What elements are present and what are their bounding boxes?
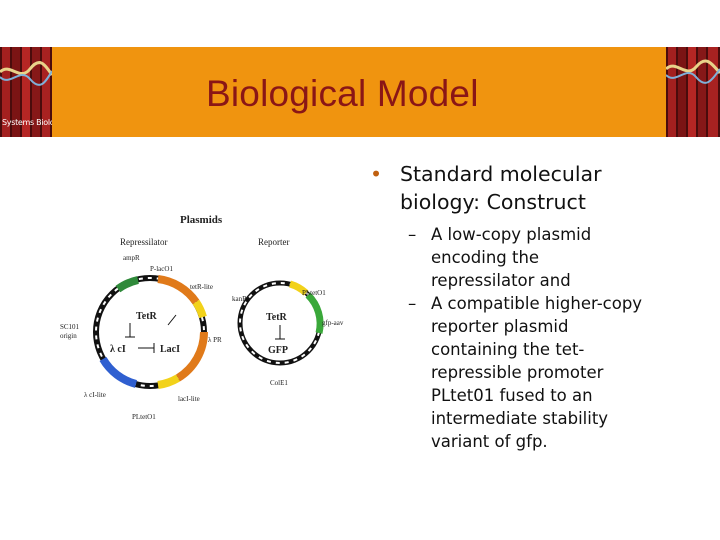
reporter-plasmid: kanR PLtetO1 gfp-aav ColE1 TetR GFP: [232, 280, 344, 387]
origin-label: origin: [60, 332, 77, 340]
sub-bullet-line: encoding the: [431, 248, 540, 267]
sub-bullet-line: intermediate stability: [431, 409, 609, 428]
figure-heading: Plasmids: [180, 214, 223, 226]
laci-gene-segment: [175, 331, 208, 382]
repressilator-label: Repressilator: [120, 237, 168, 247]
sub-bullet-dash: –: [408, 294, 417, 313]
amp-label: ampR: [123, 254, 140, 262]
systems-biology-logo: Systems Biology: [0, 47, 52, 137]
sub-bullet-1: – A low-copy plasmid encoding the repres…: [370, 223, 710, 292]
ci-gene-segment: [99, 356, 138, 388]
lambda-pr-label: λ PR: [208, 336, 222, 344]
repressilator-plasmid: ampR P-lacO1 tetR-lite SC101 origin λ PR…: [60, 254, 222, 421]
sub-bullet-line: repressilator and: [431, 271, 571, 290]
sub-bullet-line: A compatible higher-copy: [431, 294, 643, 313]
plasmid-diagram: Plasmids Repressilator Reporter ampR P-l…: [58, 205, 354, 430]
cole1-label: ColE1: [270, 379, 288, 387]
header-decoration-right: [666, 47, 720, 137]
bullet-main: • Standard molecular biology: Construct: [370, 160, 710, 216]
gfp-aav-label: gfp-aav: [322, 319, 344, 327]
sub-bullet-line: A low-copy plasmid: [431, 225, 592, 244]
gfp-protein: GFP: [268, 345, 288, 356]
sub-bullet-line: containing the tet-: [431, 340, 585, 359]
slide-title: Biological Model: [206, 73, 479, 114]
tetr-protein-right: TetR: [266, 312, 288, 323]
ci-lite-label: λ cI-lite: [84, 391, 106, 399]
sub-bullet-line: PLtet01 fused to an: [431, 386, 593, 405]
sub-bullet-dash: –: [408, 225, 417, 244]
tetr-gene-segment: [157, 275, 200, 305]
header-band: [52, 47, 666, 137]
sub-bullet-line: variant of gfp.: [431, 432, 548, 451]
tetr-protein-left: TetR: [136, 311, 158, 322]
bullet-dot: •: [370, 162, 383, 186]
sub-bullet-line: reporter plasmid: [431, 317, 569, 336]
ptet-left-label: PLtetO1: [132, 413, 156, 421]
plac-label: P-lacO1: [150, 265, 173, 273]
laci-lite-label: lacI-lite: [178, 395, 200, 403]
sc101-label: SC101: [60, 323, 80, 331]
reporter-label: Reporter: [258, 237, 290, 247]
kan-label: kanR: [232, 295, 247, 303]
bullet-line: biology: Construct: [400, 190, 586, 214]
ci-protein: λ cI: [110, 344, 126, 355]
tetr-lite-label: tetR-lite: [190, 283, 213, 291]
bullet-line: Standard molecular: [400, 162, 602, 186]
gfp-gene-segment: [305, 292, 324, 334]
laci-protein: LacI: [160, 344, 180, 355]
slide-header: Systems Biology Biological Model: [0, 47, 720, 137]
logo-caption: Systems Biology: [2, 118, 52, 127]
sub-bullet-2: – A compatible higher-copy reporter plas…: [370, 292, 710, 453]
sub-bullet-line: repressible promoter: [431, 363, 604, 382]
bullet-list: • Standard molecular biology: Construct …: [370, 160, 710, 453]
ptet-right-label: PLtetO1: [302, 289, 326, 297]
